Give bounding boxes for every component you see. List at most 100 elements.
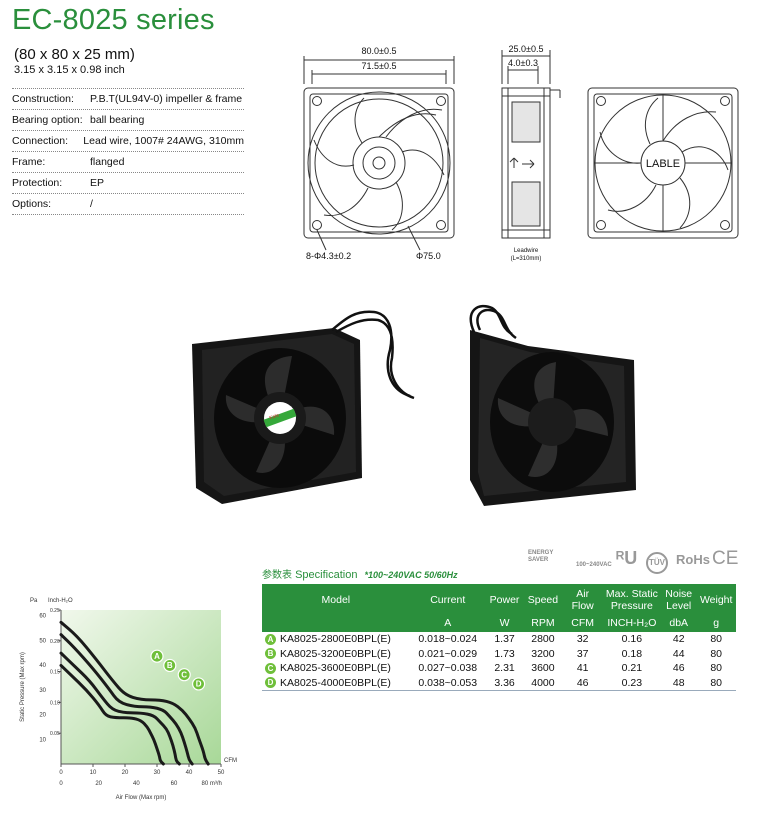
property-row: Options:/ <box>12 194 244 215</box>
property-label: Options: <box>12 198 52 210</box>
leadwire-label: Leadwire <box>514 248 539 254</box>
series-line-a <box>59 663 165 766</box>
voltage-logo: 100~240VAC <box>576 562 612 568</box>
model-badge: B <box>265 648 276 660</box>
airflow-cell: 46 <box>562 675 603 691</box>
pressure-cell: 0.23 <box>602 675 662 691</box>
power-cell: 1.73 <box>494 647 515 660</box>
series-badge-label: D <box>196 680 202 689</box>
weight-cell: 80 <box>696 675 736 691</box>
dimensions-mm: (80 x 80 x 25 mm) <box>14 46 135 63</box>
y-tick-label-pa: 50 <box>39 638 46 644</box>
model-name: KA8025-4000E0BPL(E) <box>280 676 391 689</box>
airflow-cell: 41 <box>576 662 589 675</box>
hole-label: 8-Φ4.3±0.2 <box>306 251 351 261</box>
series-badge-b <box>163 658 177 673</box>
current-cell: 0.021~0.029 <box>418 647 478 660</box>
model-cell: D KA8025-4000E0BPL(E) <box>262 675 410 691</box>
y-tick-label-inch: 0.05 <box>50 731 60 737</box>
speed-cell: 3200 <box>531 647 555 660</box>
leadwire-length: (L=310mm) <box>511 256 542 262</box>
ul-logo: ᴿU <box>616 548 638 568</box>
spec-title-en: Specification <box>295 569 358 581</box>
model-name: KA8025-2800E0BPL(E) <box>280 633 391 646</box>
column-unit <box>262 616 410 632</box>
current-cell: 0.018~0.024 <box>418 633 478 646</box>
property-row: Frame:flanged <box>12 152 244 173</box>
series-badge-d <box>192 677 206 691</box>
pressure-cell: 0.21 <box>621 662 643 675</box>
column-unit: INCH-H₂O <box>602 616 662 632</box>
pressure-cell: 0.16 <box>621 633 643 646</box>
property-row: Construction: P.B.T(UL94V-0) impeller & f… <box>12 88 244 110</box>
x-unit-top: CFM <box>224 758 237 764</box>
x-tick-label-m3h: 20 <box>95 781 102 787</box>
spec-table: Model Current Power Speed Air Flow Max. … <box>262 584 736 691</box>
y-tick-label-pa: 30 <box>39 688 46 694</box>
property-value: P.B.T(UL94V-0) impeller & frame <box>90 93 243 105</box>
y-tick-label-pa: 10 <box>39 737 46 743</box>
dim-flange: 4.0±0.3 <box>508 58 538 68</box>
y-tick-label-inch: 0.20 <box>50 639 60 645</box>
y-right-unit: Inch-H₂O <box>48 598 73 604</box>
back-label: LABLE <box>646 158 680 170</box>
noise-cell: 46 <box>672 662 685 675</box>
series-badge-label: A <box>154 652 160 661</box>
x-tick-label-cfm: 50 <box>218 770 225 776</box>
model-name: KA8025-3200E0BPL(E) <box>280 647 391 660</box>
series-badge-label: B <box>167 661 173 670</box>
y-tick-label-inch: 0.15 <box>50 670 60 676</box>
certification-logos: ENERGY SAVER 100~240VAC ᴿU TÜV RoHs CE <box>528 546 739 574</box>
weight-cell: 80 <box>710 633 723 646</box>
model-badge: D <box>265 677 276 689</box>
series-badge-label: C <box>181 670 187 679</box>
diameter-label: Φ75.0 <box>416 251 441 261</box>
model-name: KA8025-3600E0BPL(E) <box>280 662 391 675</box>
spec-title-cn: 参数表 <box>262 570 292 581</box>
ce-logo: CE <box>712 548 739 569</box>
current-cell: 0.027~0.038 <box>418 662 478 675</box>
column-header: Speed <box>523 584 563 616</box>
property-row: Protection:EP <box>12 173 244 194</box>
page-title: EC-8025 series <box>12 4 215 36</box>
y-tick-label-inch: 0.25 <box>50 608 60 614</box>
x-tick-label-m3h: 80 m³/h <box>202 781 222 787</box>
x-tick-label-cfm: 0 <box>59 770 63 776</box>
speed-cell: 2800 <box>531 633 555 646</box>
column-header: Air Flow <box>562 584 603 616</box>
model-badge: C <box>265 662 276 674</box>
airflow-cell: 37 <box>576 647 589 660</box>
power-cell: 2.31 <box>494 662 515 675</box>
fan-photo-front: Kale <box>192 310 415 504</box>
spec-heading: 参数表 Specification *100~240VAC 50/60Hz <box>262 566 458 581</box>
property-row: Bearing option:ball bearing <box>12 110 244 131</box>
y-tick-label-pa: 60 <box>39 614 46 620</box>
property-label: Connection: <box>12 135 69 147</box>
property-label: Bearing option: <box>12 114 83 126</box>
column-header: Model <box>262 584 410 616</box>
column-unit: g <box>696 616 736 632</box>
series-line-b <box>59 651 181 766</box>
front-view-drawing <box>303 56 455 251</box>
y-tick-label-pa: 20 <box>39 713 46 719</box>
properties-list: Construction: P.B.T(UL94V-0) impeller & f… <box>12 88 244 215</box>
product-photos: Kale <box>192 304 636 506</box>
column-header: Current <box>409 584 486 616</box>
speed-cell: 3600 <box>531 662 555 675</box>
column-unit: RPM <box>523 616 563 632</box>
power-cell: 1.37 <box>494 633 515 646</box>
tuv-logo: TÜV <box>646 552 668 574</box>
power-cell: 3.36 <box>485 675 524 691</box>
model-cell: B KA8025-3200E0BPL(E) <box>262 647 410 662</box>
pressure-cell: 0.18 <box>621 647 643 660</box>
dim-outer-front: 80.0±0.5 <box>362 46 397 56</box>
property-value: EP <box>90 177 105 189</box>
property-label: Frame: <box>12 156 46 168</box>
property-label: Construction: <box>12 93 74 105</box>
model-cell: C KA8025-3600E0BPL(E) <box>262 661 410 676</box>
series-badge-c <box>177 668 191 682</box>
back-view-drawing <box>587 87 739 239</box>
